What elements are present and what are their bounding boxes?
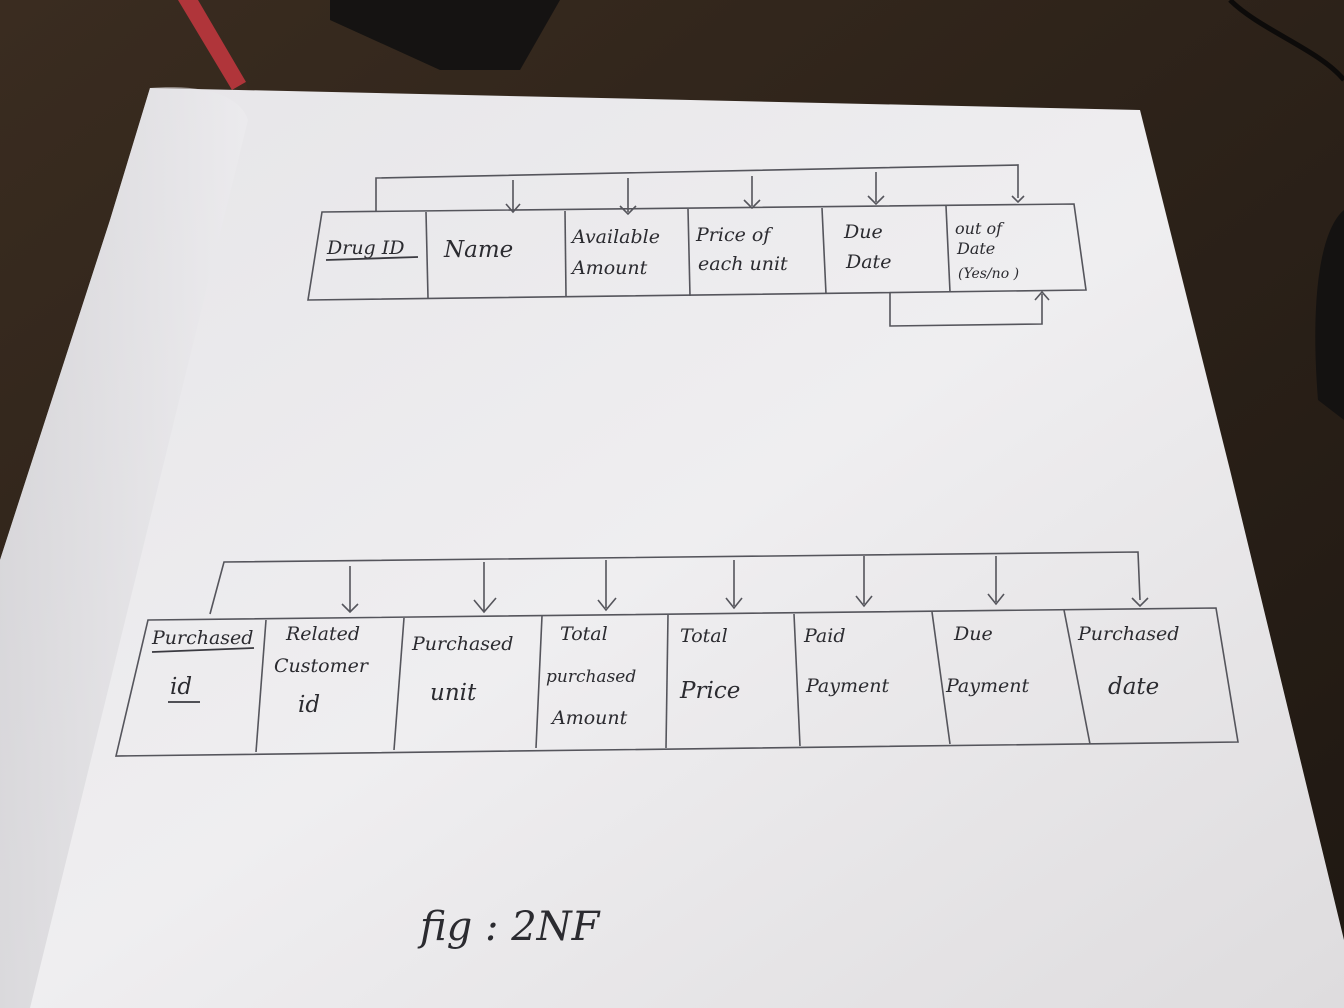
col-drug-id: Drug ID	[326, 237, 405, 259]
col-outofdate-line1: out of	[955, 219, 1005, 238]
purchased-id-underline-1	[151, 647, 255, 653]
purchase-table: Purchased id Related Customer id Purchas…	[114, 551, 1239, 757]
figure-caption: fig : 2NF	[417, 904, 601, 950]
col-outofdate-line3: (Yes/no )	[958, 266, 1019, 282]
drug-table: Drug ID Name Available Amount Price of e…	[307, 164, 1087, 327]
dark-object	[330, 0, 560, 70]
col-paid-line1: Paid	[803, 625, 846, 647]
arrow-out-of-date	[1011, 195, 1025, 204]
paper-sheet	[0, 88, 1344, 1008]
arrow-paid-payment	[855, 556, 873, 608]
col-total-price-line1: Total	[680, 625, 728, 647]
col-due-payment-line1: Due	[953, 623, 993, 645]
drug-table-border	[307, 203, 1087, 301]
col-paid-line2: Payment	[805, 675, 889, 697]
col-purchased-unit-line2: unit	[430, 680, 477, 706]
out-of-date-dependency	[889, 290, 1050, 327]
col-purchased-id-line2: id	[170, 674, 192, 700]
purchase-col-divider-6	[931, 611, 951, 745]
col-related-line3: id	[298, 692, 320, 718]
purchase-dependency-line	[209, 551, 1141, 615]
drug-col-divider-5	[945, 205, 951, 293]
arrow-related-customer	[341, 566, 359, 614]
arrow-due-date	[867, 172, 885, 206]
drug-dependency-line	[375, 164, 1019, 212]
purchase-col-divider-2	[393, 617, 405, 751]
drug-col-divider-1	[425, 211, 429, 299]
arrow-name	[505, 180, 521, 214]
purchase-col-divider-5	[793, 613, 801, 747]
drug-col-divider-4	[821, 207, 827, 295]
col-price-line2: each unit	[698, 253, 788, 275]
col-available-line2: Amount	[570, 257, 648, 279]
purchase-col-divider-4	[665, 614, 669, 749]
paper-curl	[0, 87, 248, 1008]
col-due-line2: Date	[845, 251, 891, 273]
col-purchased-unit-line1: Purchased	[411, 633, 513, 655]
col-due-line1: Due	[843, 221, 883, 243]
arrow-total-purchased	[597, 560, 617, 612]
col-due-payment-line2: Payment	[945, 675, 1029, 697]
col-outofdate-line2: Date	[956, 239, 995, 258]
col-total-price-line2: Price	[679, 678, 740, 704]
purchase-col-divider-3	[535, 615, 543, 749]
col-purchased-date-line2: date	[1108, 674, 1159, 700]
arrow-purchased-date	[1131, 597, 1149, 608]
purchase-col-divider-7	[1063, 609, 1091, 745]
col-total-purchased-line2: purchased	[546, 667, 636, 687]
drug-col-divider-3	[687, 208, 691, 297]
cable	[1228, 0, 1344, 82]
col-total-purchased-line1: Total	[560, 623, 608, 645]
drug-id-underline	[325, 256, 419, 261]
arrow-total-price	[725, 560, 743, 610]
col-total-purchased-line3: Amount	[550, 707, 628, 729]
side-object	[1315, 210, 1344, 420]
arrow-due-payment	[987, 556, 1005, 606]
col-available-line1: Available	[570, 226, 660, 248]
purchase-table-border	[114, 607, 1239, 757]
drug-col-divider-2	[564, 210, 567, 297]
col-related-line1: Related	[285, 623, 360, 645]
purchase-col-divider-1	[255, 619, 267, 753]
arrow-purchased-unit	[473, 562, 497, 614]
col-related-line2: Customer	[274, 655, 370, 677]
col-price-line1: Price of	[695, 224, 773, 246]
col-name: Name	[443, 237, 513, 263]
col-purchased-date-line1: Purchased	[1077, 623, 1179, 645]
col-purchased-id-line1: Purchased	[151, 627, 253, 649]
